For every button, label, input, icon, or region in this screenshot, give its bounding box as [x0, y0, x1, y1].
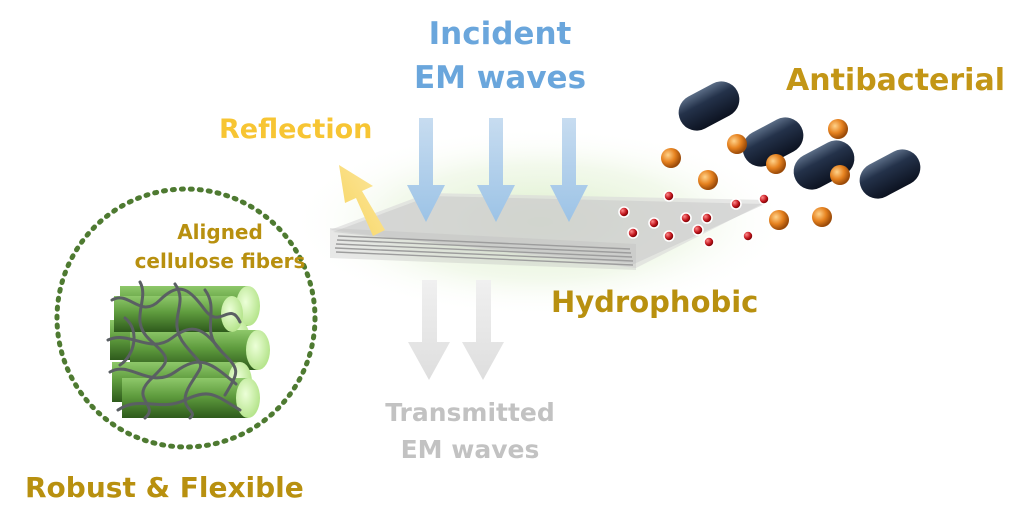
sphere-icon	[828, 119, 848, 139]
down-arrow-icon	[477, 118, 515, 222]
sphere-icon	[830, 165, 850, 185]
sphere-icon	[812, 207, 832, 227]
incident-line2: EM waves	[413, 60, 587, 96]
down-arrow-icon	[407, 118, 445, 222]
nanofiber-strands	[106, 280, 242, 420]
incident-arrows	[407, 118, 588, 222]
sphere-icon	[766, 154, 786, 174]
aligned-line1: Aligned	[177, 220, 263, 244]
transmitted-arrows	[408, 280, 504, 380]
droplet-icon	[692, 224, 704, 236]
droplets	[618, 190, 770, 248]
fibers-circle	[54, 186, 318, 450]
droplet-icon	[663, 190, 675, 202]
robust-flexible-label: Robust & Flexible	[25, 471, 304, 504]
sphere-icon	[727, 134, 747, 154]
droplet-icon	[648, 217, 660, 229]
droplet-icon	[663, 230, 675, 242]
aligned-fibers-label: Aligned cellulose fibers	[120, 218, 320, 276]
down-arrow-icon	[408, 280, 450, 380]
droplet-icon	[742, 230, 754, 242]
droplet-icon	[618, 206, 630, 218]
sphere-icon	[769, 210, 789, 230]
droplet-icon	[703, 236, 715, 248]
droplet-icon	[701, 212, 713, 224]
aligned-line2: cellulose fibers	[134, 249, 306, 273]
down-arrow-icon	[462, 280, 504, 380]
incident-label: Incident EM waves	[400, 12, 600, 100]
sphere-icon	[698, 170, 718, 190]
antibacterial-label: Antibacterial	[786, 63, 1005, 98]
transmitted-label: Transmitted EM waves	[360, 394, 580, 468]
nanoparticles	[661, 119, 850, 230]
rod-bacteria-icon	[742, 117, 804, 167]
reflection-label: Reflection	[219, 114, 373, 145]
up-left-arrow-icon	[339, 165, 385, 236]
multilayer-film	[330, 193, 770, 270]
rod-bacteria-icon	[678, 81, 740, 131]
fiber-bundle	[106, 280, 270, 420]
droplet-icon	[730, 198, 742, 210]
rod-bacteria-icon	[859, 149, 921, 199]
droplet-icon	[758, 193, 770, 205]
transmitted-line2: EM waves	[400, 435, 540, 464]
droplet-icon	[680, 212, 692, 224]
sphere-icon	[661, 148, 681, 168]
down-arrow-icon	[550, 118, 588, 222]
transmitted-line1: Transmitted	[385, 398, 555, 427]
droplet-icon	[627, 227, 639, 239]
incident-line1: Incident	[428, 16, 572, 52]
hydrophobic-label: Hydrophobic	[551, 285, 759, 319]
